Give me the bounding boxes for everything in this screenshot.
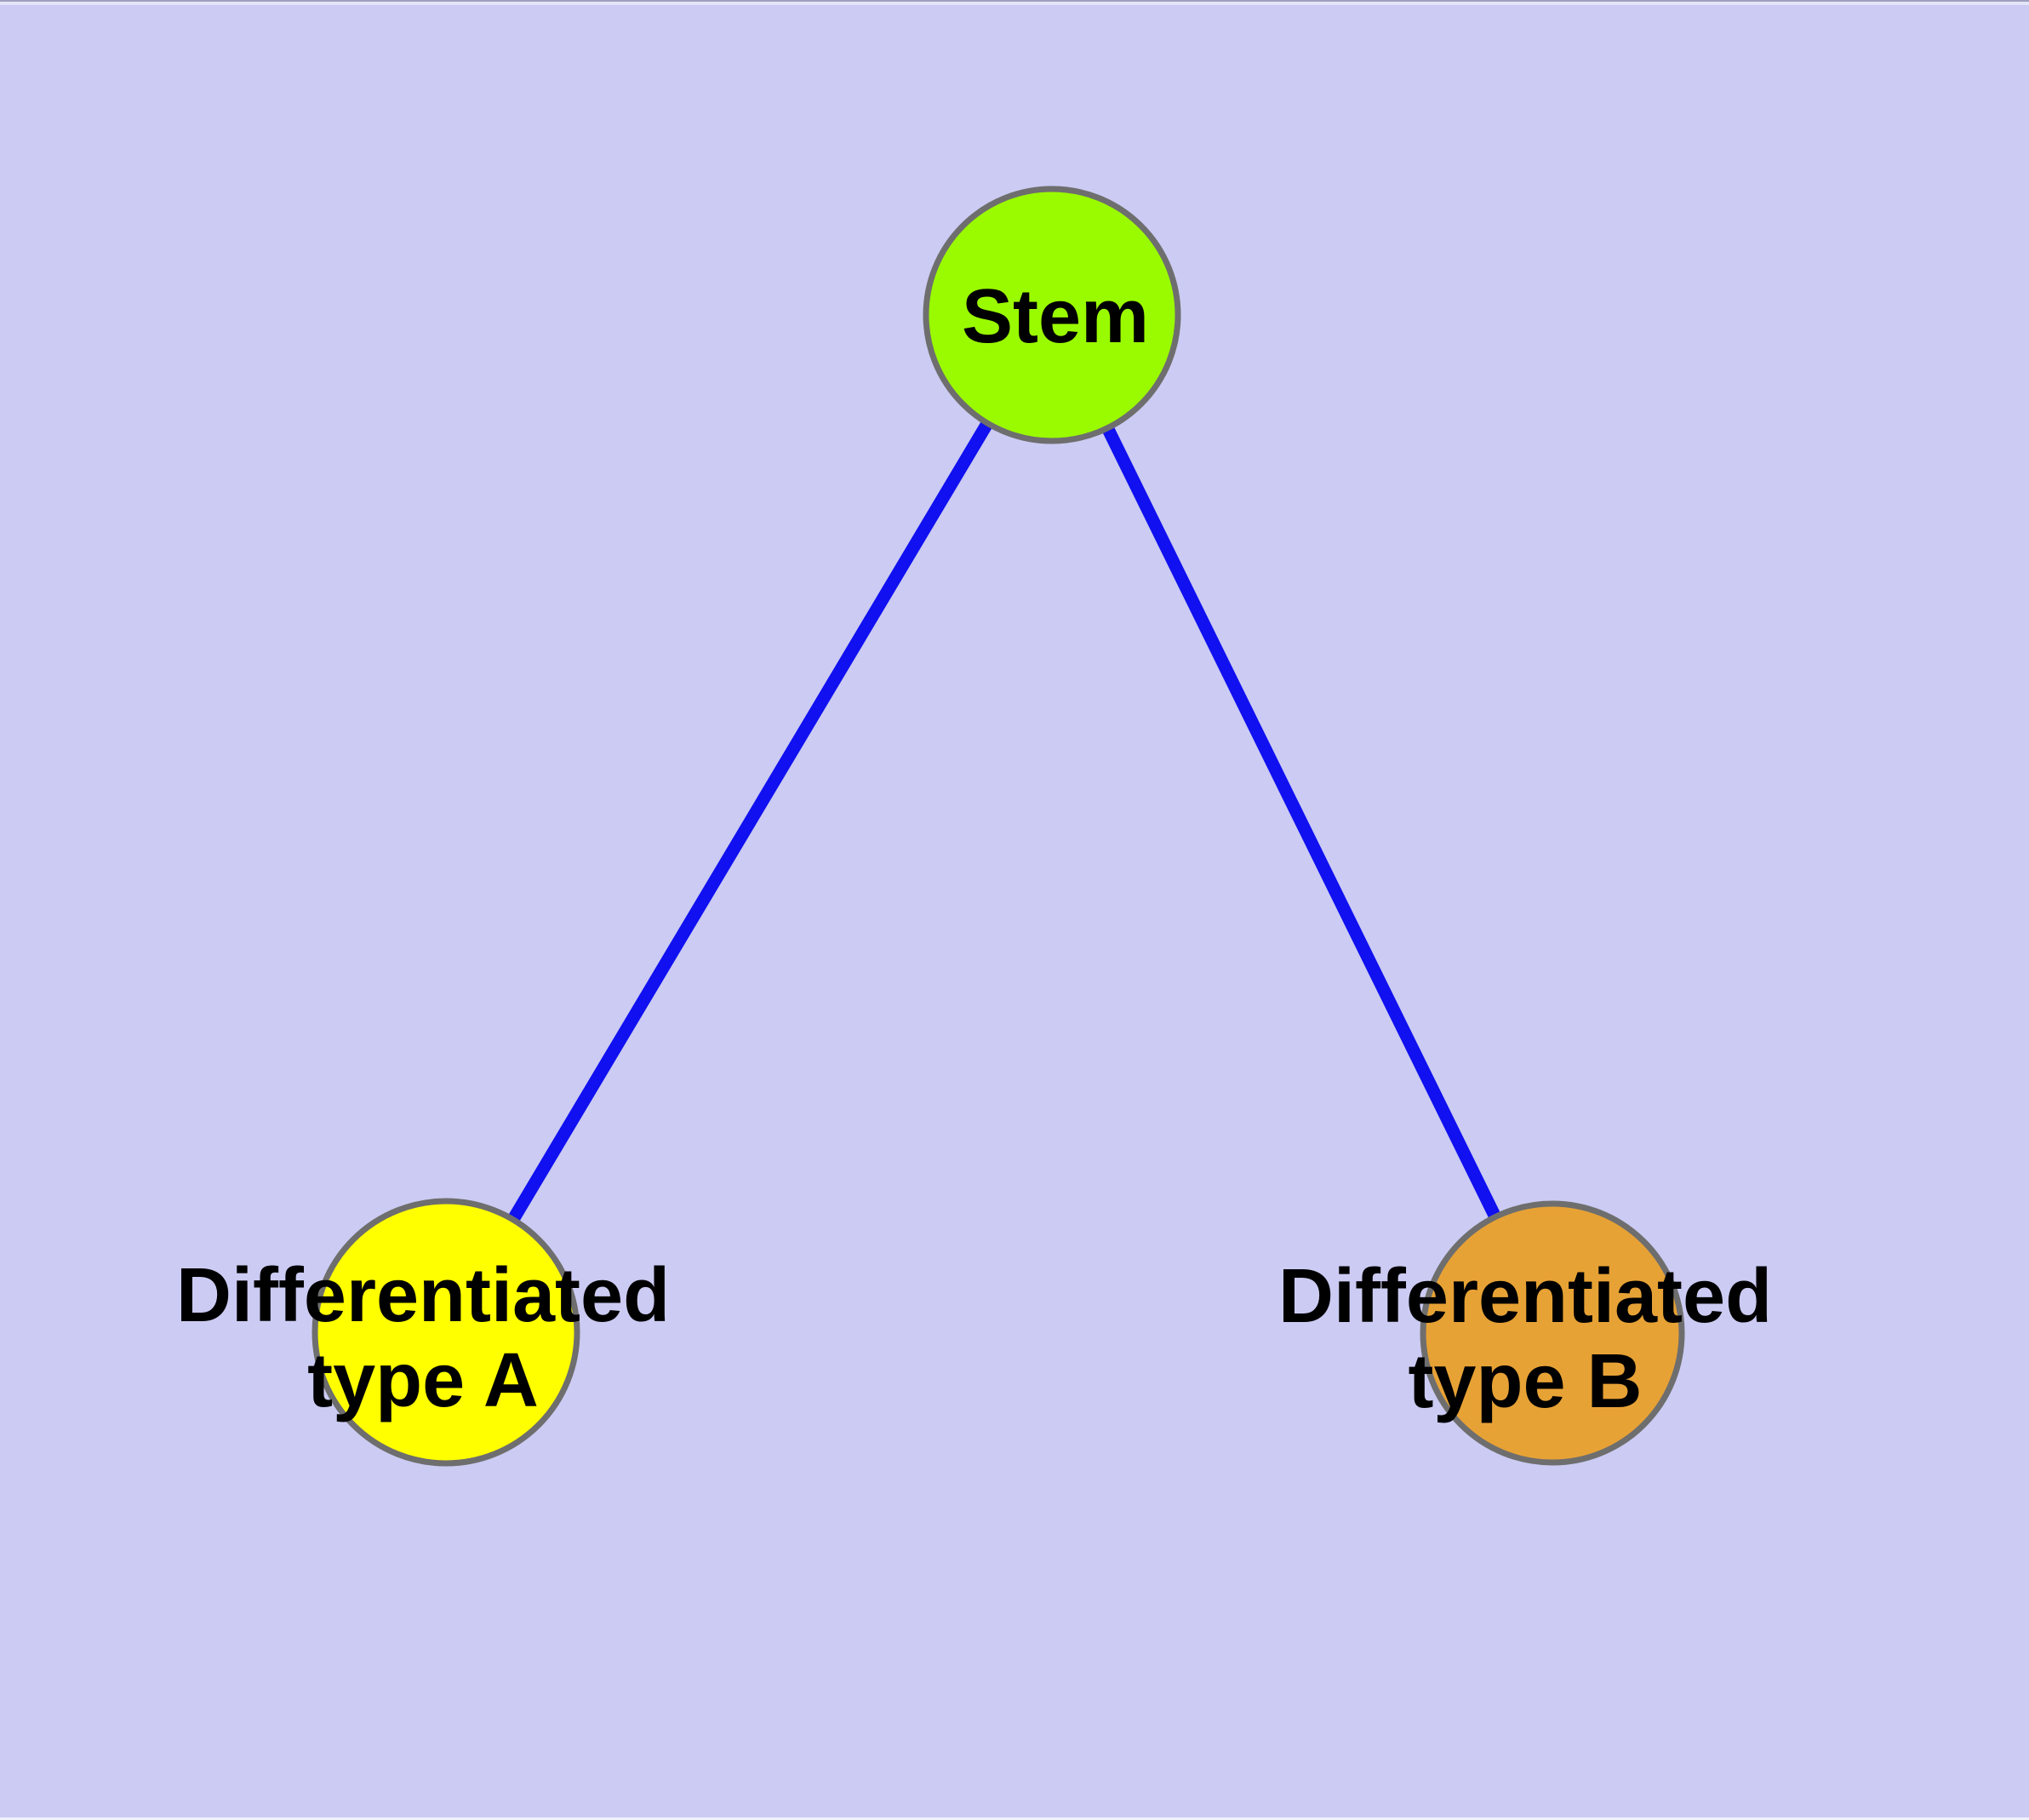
node-type-b-circle <box>1420 1200 1685 1466</box>
node-type-a-label-line2: type A <box>307 1338 539 1423</box>
node-stem-circle <box>923 186 1181 444</box>
node-stem-label: Stem <box>961 274 1150 359</box>
node-type-b-label-line2: type B <box>1408 1339 1643 1424</box>
window-top-edge <box>0 0 2029 5</box>
edge-stem-to-type-a <box>440 312 1058 1336</box>
node-type-b-label-line1: Differentiated <box>1277 1254 1773 1339</box>
edge-stem-to-type-b <box>1046 312 1558 1336</box>
node-type-a-label: Differentiated type A <box>176 1253 670 1423</box>
node-type-a-circle <box>311 1198 580 1467</box>
node-type-a-label-line1: Differentiated <box>175 1253 671 1338</box>
node-type-b-label: Differentiated type B <box>1278 1254 1772 1424</box>
window-bottom-edge <box>0 1817 2029 1820</box>
